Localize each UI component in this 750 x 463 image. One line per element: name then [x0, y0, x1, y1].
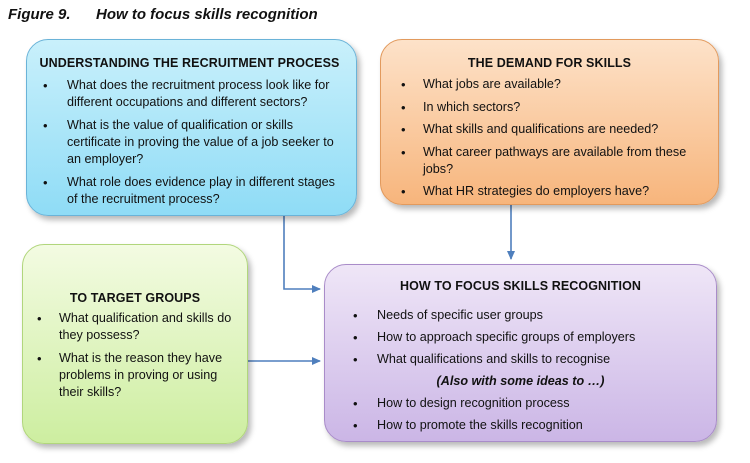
list-item: What qualification and skills do they po… — [33, 310, 237, 344]
list-item: How to promote the skills recognition — [337, 417, 704, 434]
list-item: What does the recruitment process look l… — [37, 77, 342, 111]
figure-caption: How to focus skills recognition — [96, 6, 318, 23]
demand-for-skills-box: THE DEMAND FOR SKILLS What jobs are avai… — [380, 39, 719, 205]
list-item: What is the reason they have problems in… — [33, 350, 237, 401]
focus-list: Needs of specific user groups How to app… — [337, 307, 704, 434]
target-groups-box: TO TARGET GROUPS What qualification and … — [22, 244, 248, 444]
list-item: What role does evidence play in differen… — [37, 174, 342, 208]
recruitment-box-title: UNDERSTANDING THE RECRUITMENT PROCESS — [39, 56, 340, 70]
list-item: What career pathways are available from … — [393, 144, 706, 178]
target-box-title: TO TARGET GROUPS — [69, 291, 201, 305]
list-item: What HR strategies do employers have? — [393, 183, 706, 200]
focus-box-title: HOW TO FOCUS SKILLS RECOGNITION — [399, 279, 642, 293]
demand-box-title: THE DEMAND FOR SKILLS — [467, 56, 632, 70]
focus-subheading: (Also with some ideas to …) — [436, 374, 605, 388]
figure-number: Figure 9. — [8, 6, 71, 23]
recruitment-process-box: UNDERSTANDING THE RECRUITMENT PROCESS Wh… — [26, 39, 357, 216]
target-list: What qualification and skills do they po… — [33, 310, 237, 401]
list-item: What jobs are available? — [393, 76, 706, 93]
list-item: In which sectors? — [393, 99, 706, 116]
list-item: How to design recognition process — [337, 395, 704, 412]
focus-skills-recognition-box: HOW TO FOCUS SKILLS RECOGNITION Needs of… — [324, 264, 717, 442]
list-item: What qualifications and skills to recogn… — [337, 351, 704, 368]
demand-list: What jobs are available? In which sector… — [393, 76, 706, 200]
list-item: How to approach specific groups of emplo… — [337, 329, 704, 346]
list-item: What is the value of qualification or sk… — [37, 117, 342, 168]
list-item: What skills and qualifications are neede… — [393, 121, 706, 138]
figure-title: Figure 9. How to focus skills recognition — [8, 6, 318, 23]
recruitment-list: What does the recruitment process look l… — [37, 77, 342, 208]
arrow-recruitment-to-focus — [283, 216, 321, 293]
list-item: Needs of specific user groups — [337, 307, 704, 324]
